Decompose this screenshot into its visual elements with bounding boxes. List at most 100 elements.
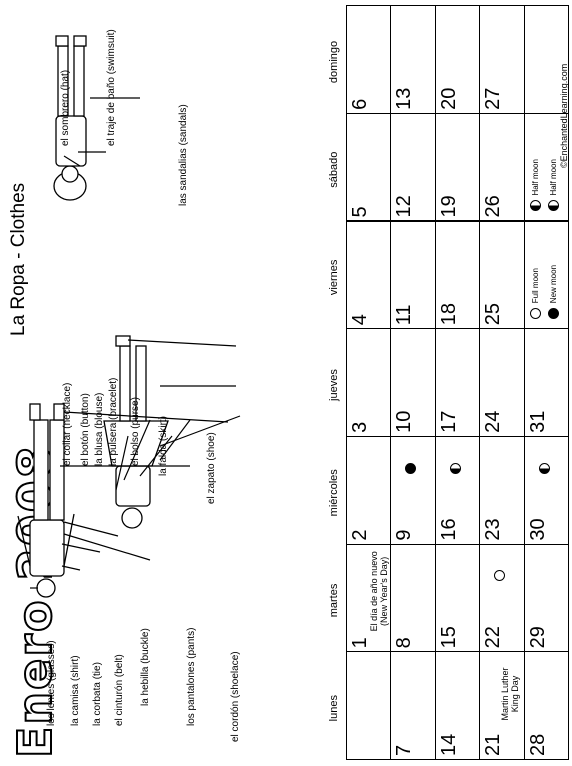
day-cell <box>523 5 569 114</box>
day-number: 23 <box>482 518 505 541</box>
label-buckle: la hebilla (buckle) <box>140 628 151 706</box>
day-cell: 1 El día de año nuevo (New Year's Day) <box>346 543 392 653</box>
day-cell: 24 <box>479 328 525 437</box>
day-cell: 12 <box>390 112 436 222</box>
half1-legend-label: Half moon <box>530 159 540 196</box>
note-mlk: Martin Luther King Day <box>500 667 521 721</box>
man-figure <box>17 403 75 598</box>
day-number: 30 <box>526 518 549 541</box>
day-number: 4 <box>349 314 371 326</box>
half-moon-icon <box>449 462 461 474</box>
day-number: 24 <box>482 410 505 433</box>
label-bracelet: la pulsera (bracelet) <box>108 377 119 466</box>
day-cell: 8 <box>390 543 436 653</box>
day-cell: 16 <box>434 435 481 545</box>
day-cell: 20 <box>434 5 481 114</box>
day-name-6: domingo <box>328 40 340 84</box>
day-number: 29 <box>526 626 549 649</box>
day-name-3: jueves <box>328 369 340 401</box>
new-moon-icon <box>405 462 417 474</box>
new-legend-label: New moon <box>548 264 558 304</box>
new-legend-icon <box>547 308 559 320</box>
clothes-illustration <box>17 35 241 598</box>
day-cell: 15 <box>434 543 481 653</box>
label-shoe: el zapato (shoe) <box>206 432 217 504</box>
day-cell: 21 Martin Luther King Day <box>479 651 525 760</box>
day-cell: 6 <box>346 5 392 114</box>
calendar-grid: lunes martes miércoles jueves viernes sábado d… <box>286 5 569 760</box>
note-new-year: El día de año nuevo (New Year's Day) <box>369 551 389 632</box>
day-cell: 9 <box>390 435 436 545</box>
day-number: 20 <box>437 87 460 110</box>
day-cell: 29 <box>523 543 569 653</box>
label-swimsuit: el traje de baño (swimsuit) <box>106 29 117 146</box>
day-name-5: sábado <box>328 151 340 188</box>
day-cell: 23 <box>479 435 525 545</box>
swimsuit-figure <box>53 35 87 201</box>
day-cell: 11 <box>390 220 436 330</box>
day-number: 27 <box>482 87 505 110</box>
half-moon-icon <box>538 462 550 474</box>
day-cell: 30 <box>523 435 569 545</box>
label-hat: el sombrero (hat) <box>60 69 71 146</box>
woman-figure <box>103 335 169 529</box>
day-cell: 13 <box>390 5 436 114</box>
label-blouse: la blusa (blouse) <box>94 392 105 466</box>
day-cell: 7 <box>390 651 436 760</box>
day-number: 13 <box>393 87 416 110</box>
day-cell: 10 <box>390 328 436 437</box>
label-shirt: la camisa (shirt) <box>70 655 81 726</box>
day-cell: 14 <box>434 651 481 760</box>
day-cell: 3 <box>346 328 392 437</box>
day-number: 14 <box>437 733 460 756</box>
day-cell: 4 <box>346 220 392 330</box>
full-legend-icon <box>529 308 541 320</box>
label-skirt: la falda (skirt) <box>158 415 169 476</box>
day-cell: 27 <box>479 5 525 114</box>
day-number: 5 <box>349 206 371 218</box>
day-number: 10 <box>393 410 416 433</box>
label-purse: el bolso (purse) <box>130 397 141 466</box>
day-number: 28 <box>526 733 549 756</box>
day-number: 6 <box>349 98 371 110</box>
day-name-2: miércoles <box>328 469 340 517</box>
label-pants: los pantalones (pants) <box>186 627 197 726</box>
day-cell: 28 <box>523 651 569 760</box>
full-moon-icon <box>494 570 506 582</box>
half2-legend-label: Half moon <box>548 159 558 196</box>
day-name-1: martes <box>328 583 340 618</box>
day-cell: 2 <box>346 435 392 545</box>
day-name-4: viernes <box>328 259 340 296</box>
day-number: 2 <box>349 529 371 541</box>
day-cell: 22 <box>479 543 525 653</box>
day-cell: 19 <box>434 112 481 222</box>
day-number: 19 <box>437 195 460 218</box>
day-cell: 31 <box>523 328 569 437</box>
label-glasses: los lentes (glasses) <box>46 640 57 726</box>
day-cell: 25 <box>479 220 525 330</box>
day-cell: 26 <box>479 112 525 222</box>
day-number: 7 <box>393 744 416 756</box>
label-tie: la corbata (tie) <box>92 662 103 726</box>
full-legend-label: Full moon <box>530 268 540 304</box>
label-sandals: las sandalias (sandals) <box>178 104 189 206</box>
day-number: 1 <box>349 637 371 649</box>
day-number: 12 <box>393 195 416 218</box>
day-number: 9 <box>393 529 416 541</box>
day-number: 11 <box>393 304 416 326</box>
label-belt: el cinturón (belt) <box>114 654 125 726</box>
day-number: 22 <box>482 626 505 649</box>
day-number: 25 <box>482 302 505 326</box>
day-cell <box>346 651 392 760</box>
day-cell: 17 <box>434 328 481 437</box>
day-number: 26 <box>482 195 505 218</box>
day-number: 17 <box>437 410 460 433</box>
day-number: 31 <box>526 410 549 433</box>
day-number: 15 <box>437 626 460 649</box>
day-cell: 18 <box>434 220 481 330</box>
day-number: 21 <box>482 733 505 756</box>
label-button: el botón (button) <box>80 393 91 466</box>
day-name-0: lunes <box>328 695 340 722</box>
day-number: 16 <box>437 518 460 541</box>
